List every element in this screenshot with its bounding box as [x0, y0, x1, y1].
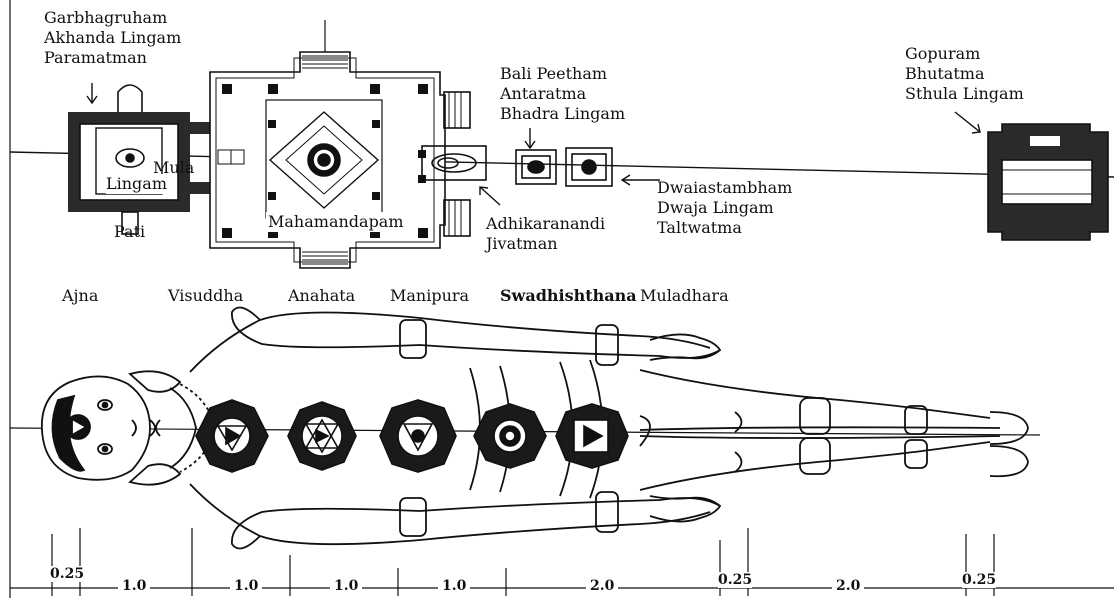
- adhikaranandi-line-1: Adhikaranandi: [486, 214, 605, 234]
- chakra-name-anahata: Anahata: [288, 286, 355, 305]
- bali-peetham-line-1: Bali Peetham: [500, 64, 625, 84]
- chakra-name-manipura: Manipura: [390, 286, 469, 305]
- manipura-chakra: [380, 400, 456, 472]
- dim-label-4: 1.0: [330, 578, 362, 594]
- chakra-name-swadhishthana: Swadhishthana: [500, 286, 637, 305]
- gopuram-line-1: Gopuram: [905, 44, 1024, 64]
- garbhagruham-label: Garbhagruham Akhanda Lingam Paramatman: [44, 8, 181, 68]
- garbhagruham-line-2: Akhanda Lingam: [44, 28, 181, 48]
- adhikaranandi-line-2: Jivatman: [486, 234, 605, 254]
- garbhagruham-line-1: Garbhagruham: [44, 8, 181, 28]
- bali-peetham-label: Bali Peetham Antaratma Bhadra Lingam: [500, 64, 625, 124]
- gopuram-plan: [988, 124, 1108, 240]
- dwajastambham-line-3: Taltwatma: [657, 218, 792, 238]
- dwajastambham-line-1: Dwaiastambham: [657, 178, 792, 198]
- dim-label-1: 0.25: [50, 566, 84, 582]
- dim-label-5: 1.0: [438, 578, 470, 594]
- dwajastambham-plan: [566, 148, 612, 186]
- mahamandapam-label: Mahamandapam: [266, 212, 406, 232]
- dwajastambham-label: Dwaiastambham Dwaja Lingam Taltwatma: [657, 178, 792, 238]
- garbhagruham-line-3: Paramatman: [44, 48, 181, 68]
- gopuram-label: Gopuram Bhutatma Sthula Lingam: [905, 44, 1024, 104]
- bali-peetham-line-3: Bhadra Lingam: [500, 104, 625, 124]
- mahamandapam-plan: [210, 52, 470, 268]
- muladhara-chakra: [556, 404, 628, 468]
- chakra-name-muladhara: Muladhara: [640, 286, 729, 305]
- bali-peetham-line-2: Antaratma: [500, 84, 625, 104]
- anahata-chakra: [288, 402, 356, 470]
- gopuram-line-3: Sthula Lingam: [905, 84, 1024, 104]
- dimension-line: [10, 528, 1114, 596]
- dim-label-2: 1.0: [118, 578, 150, 594]
- visuddha-chakra: [196, 400, 268, 472]
- chakra-name-visuddha: Visuddha: [168, 286, 243, 305]
- bali-peetham-plan: [516, 150, 556, 184]
- gopuram-line-2: Bhutatma: [905, 64, 1024, 84]
- lingam-label: Lingam: [106, 174, 167, 194]
- swadhishthana-chakra: [474, 404, 546, 468]
- chakra-name-ajna: Ajna: [62, 286, 98, 305]
- dim-label-6: 2.0: [586, 578, 618, 594]
- dim-label-8: 2.0: [832, 578, 864, 594]
- dim-label-7: 0.25: [718, 572, 752, 588]
- pati-label: Pati: [114, 222, 145, 242]
- dwajastambham-line-2: Dwaja Lingam: [657, 198, 792, 218]
- adhikaranandi-label: Adhikaranandi Jivatman: [486, 214, 605, 254]
- dim-label-3: 1.0: [230, 578, 262, 594]
- dim-label-9: 0.25: [962, 572, 996, 588]
